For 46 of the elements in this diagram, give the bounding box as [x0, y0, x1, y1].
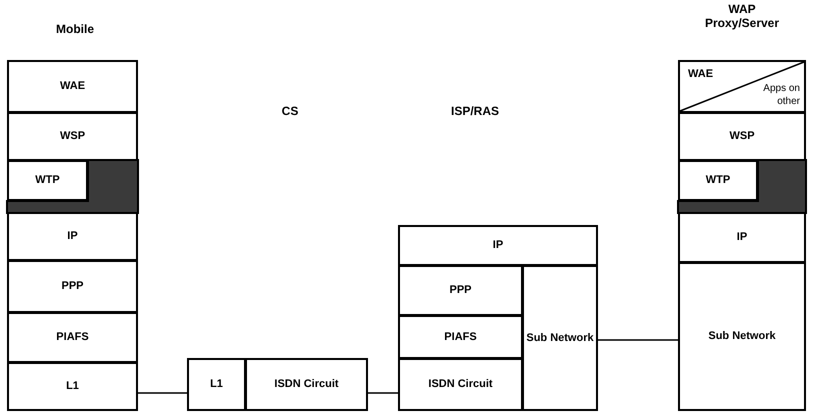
layer-box — [7, 212, 138, 261]
layer-box — [7, 260, 138, 313]
split-layer-box — [678, 60, 806, 113]
layer-label: WSP — [60, 130, 86, 143]
layer-label: WTP — [706, 174, 730, 187]
layer-box — [678, 262, 806, 411]
layer-label: L1 — [210, 378, 223, 391]
layer-label: Sub Network — [708, 330, 776, 343]
layer-label: PPP — [61, 280, 84, 293]
layer-box — [678, 212, 806, 263]
layer-label: PIAFS — [444, 330, 477, 344]
layer-label: IP — [736, 231, 748, 244]
layer-label: L1 — [66, 380, 79, 393]
connector-line — [138, 392, 187, 394]
layer-label: ISDN Circuit — [428, 378, 493, 391]
layer-label: WAE — [60, 80, 86, 93]
connector-line — [598, 339, 678, 341]
connector-line — [368, 392, 398, 394]
layer-box — [7, 160, 88, 201]
layer-box — [678, 160, 758, 201]
layer-box — [7, 312, 138, 363]
layer-box — [7, 362, 138, 411]
layer-box — [398, 358, 523, 411]
layer-label: PPP — [449, 284, 472, 297]
layer-box — [678, 112, 806, 161]
layer-box — [7, 60, 138, 113]
column-heading: ISP/RAS — [450, 104, 500, 118]
column-heading: WAP Proxy/Server — [704, 2, 780, 30]
layer-box — [398, 315, 523, 359]
layer-box — [7, 112, 138, 161]
layer-box — [398, 265, 523, 316]
column-heading: Mobile — [55, 22, 95, 36]
layer-label: ISDN Circuit — [274, 378, 339, 391]
layer-box — [245, 358, 368, 411]
layer-label: IP — [67, 230, 78, 243]
layer-label: IP — [492, 239, 504, 252]
layer-label: PIAFS — [56, 331, 89, 344]
layer-label: WTP — [35, 174, 60, 187]
layer-box — [187, 358, 246, 411]
layer-label: WAE — [688, 68, 714, 81]
layer-box — [522, 265, 598, 411]
layer-label: Sub Network — [526, 332, 594, 344]
layer-label: WSP — [729, 130, 755, 143]
layer-note: Apps on other — [762, 82, 800, 108]
column-heading: CS — [280, 104, 300, 118]
layer-box — [398, 225, 598, 266]
